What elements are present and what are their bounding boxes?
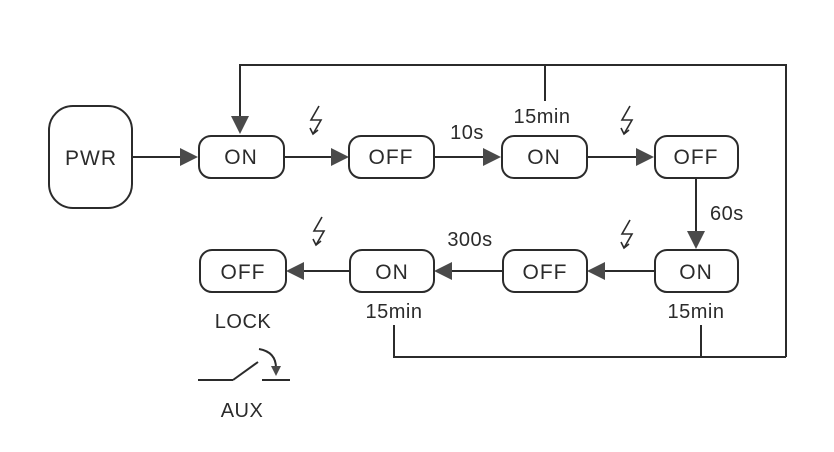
arrowhead-on2-off2 [636,148,654,166]
label-15min-on3: 15min [668,301,725,323]
node-on-2-label: ON [527,146,561,169]
node-on-1: ON [198,135,285,179]
arrowhead-off2-on3 [687,231,705,249]
node-off-4-label: OFF [221,261,266,284]
arrowhead-pwr-on1 [180,148,198,166]
node-off-3-label: OFF [523,261,568,284]
label-15min-top: 15min [514,106,571,128]
node-on-2: ON [501,135,588,179]
lightning-bolt-icon [620,105,634,136]
label-300s: 300s [447,229,492,251]
loop-top-return [239,64,787,357]
lightning-bolt-icon [312,216,326,247]
lightning-bolt-icon [309,105,323,136]
loop-bottom [393,325,786,358]
label-10s: 10s [450,122,484,144]
label-15min-on4: 15min [366,301,423,323]
node-on-3-label: ON [679,261,713,284]
label-aux: AUX [221,400,264,422]
node-on-4-label: ON [375,261,409,284]
lightning-bolt-icon [620,219,634,250]
node-off-1: OFF [348,135,435,179]
node-off-3: OFF [502,249,588,293]
node-off-4: OFF [199,249,287,293]
node-on-3: ON [654,249,739,293]
arrowhead-off3-on4 [434,262,452,280]
node-pwr: PWR [48,105,133,209]
arrowhead-loop-on1 [231,116,249,134]
label-60s: 60s [710,203,744,225]
node-off-2-label: OFF [674,146,719,169]
arrowhead-on4-off4 [286,262,304,280]
node-on-1-label: ON [224,146,258,169]
node-pwr-label: PWR [65,147,117,170]
arrowhead-on1-off1 [331,148,349,166]
arrowhead-on3-off3 [587,262,605,280]
arrowhead-off1-on2 [483,148,501,166]
node-off-2: OFF [654,135,739,179]
switch-icon [198,348,290,381]
node-off-1-label: OFF [369,146,414,169]
node-on-4: ON [349,249,435,293]
label-lock: LOCK [215,311,272,333]
